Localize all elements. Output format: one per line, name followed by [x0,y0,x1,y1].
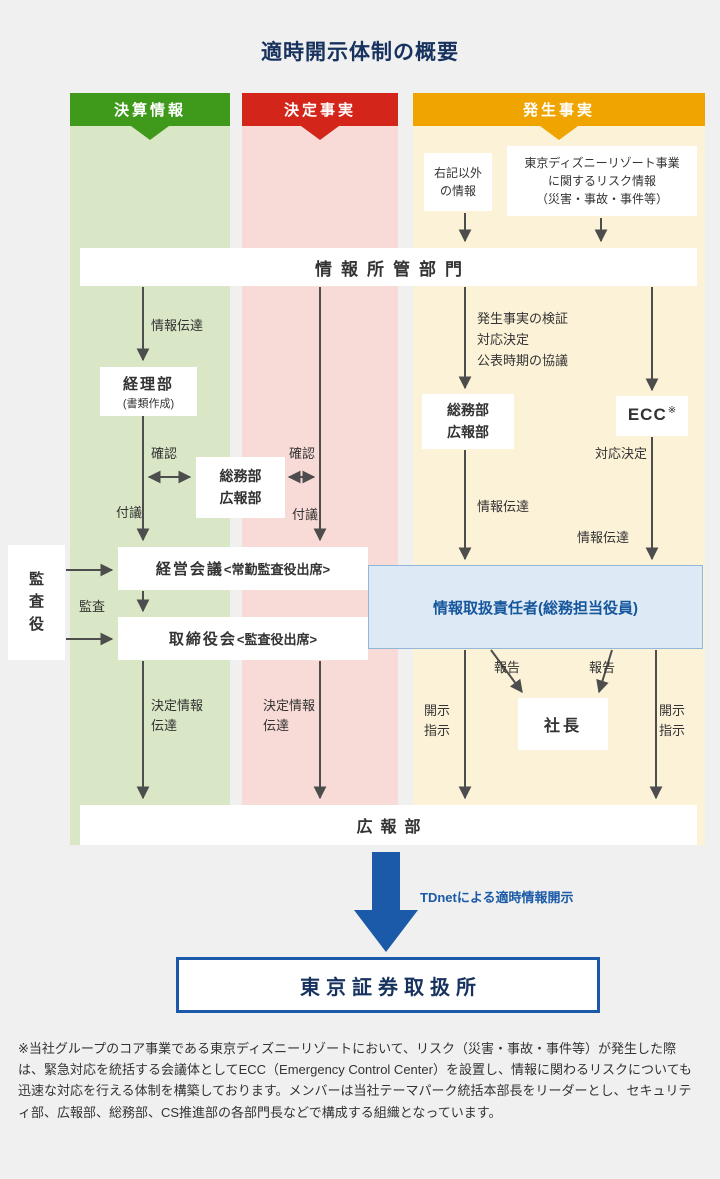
accounting-dept-sub: (書類作成) [122,397,175,410]
page-title: 適時開示体制の概要 [261,41,459,64]
board-of-directors-box: 取締役会<監査役出席> [118,617,368,660]
label-tdnet-disclosure: TDnetによる適時情報開示 [420,890,574,905]
label-info-transmit-ecc: 情報伝達 [577,530,630,545]
label-info-transmit-financial: 情報伝達 [151,318,204,333]
label-info-transmit-generalpr: 情報伝達 [477,499,530,514]
management-meeting-attendees: <常勤監査役出席> [223,562,331,577]
pr-department-bar: 広報部 [80,805,697,845]
column-header-decided: 決定事実 [242,93,398,140]
arrow-report-left [490,649,523,694]
corporate-auditors-box: 監 査 役 [8,545,65,660]
board-name: 取締役会 [168,631,237,648]
label-disclosure-order-left: 開示 指示 [424,703,451,739]
president-box: 社長 [518,698,608,750]
label-submit-financial: 付議 [116,505,143,520]
tdr-risk-info-box: 東京ディズニーリゾート事業 に関するリスク情報 （災害・事故・事件等） [507,146,697,216]
big-blue-arrow [354,852,418,952]
management-meeting-name: 経営会議 [155,561,224,578]
accounting-dept-box: 経理部 (書類作成) [100,367,197,416]
label-confirm-financial: 確認 [151,446,178,461]
label-confirm-decided: 確認 [289,446,316,461]
management-meeting-box: 経営会議<常勤監査役出席> [118,547,368,590]
general-affairs-pr-box-right: 総務部 広報部 [422,394,514,449]
column-header-occurred: 発生事実 [413,93,705,140]
column-header-financial: 決算情報 [70,93,230,140]
accounting-dept-name: 経理部 [122,375,174,393]
arrow-lines [66,213,663,800]
ecc-name: ECC [627,405,667,424]
label-decided-info-transmit-decided: 決定情報 伝達 [263,698,316,734]
label-response-decision: 対応決定 [595,446,648,461]
board-attendees: <監査役出席> [236,632,318,647]
arrow-report-right [596,649,613,694]
label-submit-decided: 付議 [292,507,319,522]
tokyo-stock-exchange-box: 東京証券取扱所 [176,957,600,1013]
info-department-bar: 情報所管部門 [80,248,697,286]
label-disclosure-order-right: 開示 指示 [659,703,686,739]
label-decided-info-transmit-financial: 決定情報 伝達 [151,698,204,734]
label-occurred-fact-verification: 発生事実の検証 対応決定 公表時期の協議 [477,311,569,368]
general-affairs-pr-box-left: 総務部 広報部 [196,457,285,518]
other-info-box: 右記以外 の情報 [424,153,492,211]
label-report-right: 報告 [589,660,616,675]
label-report-left: 報告 [494,660,521,675]
ecc-box: ECC※ [616,396,688,436]
label-audit: 監査 [79,599,106,614]
footnote-text: ※当社グループのコア事業である東京ディズニーリゾートにおいて、リスク（災害・事故… [18,1041,692,1120]
ecc-note-mark: ※ [667,405,677,416]
info-handling-officer-bar: 情報取扱責任者(総務担当役員) [368,565,703,649]
